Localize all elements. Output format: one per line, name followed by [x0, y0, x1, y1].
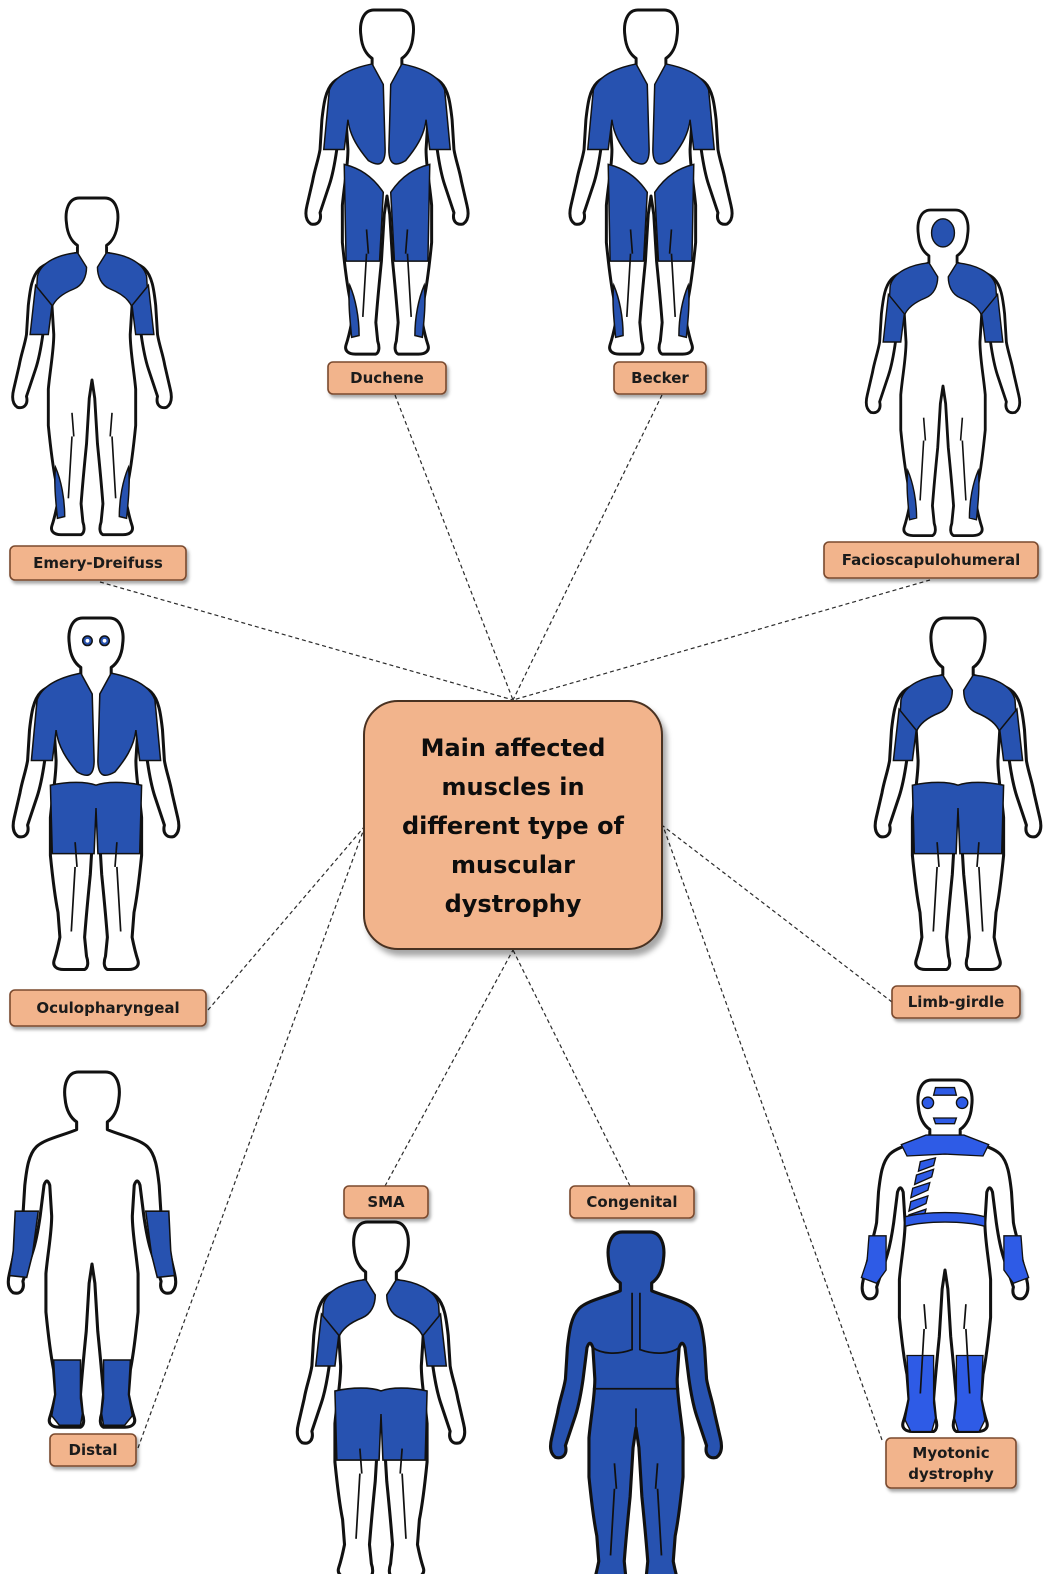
- center-line-5: dystrophy: [445, 890, 582, 918]
- figure-distal: [8, 1072, 175, 1427]
- label-congenital-text: Congenital: [586, 1193, 677, 1211]
- label-facioscapulohumeral-text: Facioscapulohumeral: [842, 551, 1020, 569]
- connector-duchene: [395, 395, 513, 700]
- label-becker: Becker: [614, 362, 706, 394]
- connector-limb: [663, 826, 892, 1002]
- label-distal: Distal: [50, 1434, 136, 1466]
- connector-becker: [513, 395, 662, 700]
- connector-sma: [385, 950, 513, 1186]
- figure-congenital: [551, 1232, 722, 1574]
- figure-duchene: [306, 10, 468, 354]
- label-oculopharyngeal-text: Oculopharyngeal: [36, 999, 179, 1017]
- label-becker-text: Becker: [631, 369, 689, 387]
- label-facioscapulohumeral: Facioscapulohumeral: [824, 542, 1038, 578]
- figure-becker: [570, 10, 732, 354]
- center-line-3: different type of: [402, 812, 625, 840]
- center-title-box: Main affected muscles in different type …: [364, 701, 662, 949]
- label-sma: SMA: [344, 1186, 428, 1218]
- label-oculopharyngeal: Oculopharyngeal: [10, 990, 206, 1026]
- label-limb-girdle: Limb-girdle: [892, 986, 1020, 1018]
- label-myotonic-text-line2: dystrophy: [908, 1465, 994, 1483]
- connector-oculo: [208, 826, 365, 1010]
- label-limb-girdle-text: Limb-girdle: [908, 993, 1005, 1011]
- figure-myotonic: [861, 1080, 1028, 1432]
- label-duchene: Duchene: [328, 362, 446, 394]
- label-congenital: Congenital: [570, 1186, 694, 1218]
- connector-facio: [513, 580, 930, 700]
- figure-limb-girdle: [875, 618, 1041, 970]
- label-myotonic-text-line1: Myotonic: [912, 1444, 989, 1462]
- label-duchene-text: Duchene: [350, 369, 424, 387]
- figure-oculopharyngeal: [13, 618, 179, 970]
- figure-sma: [297, 1222, 464, 1574]
- label-emery-dreifuss-text: Emery-Dreifuss: [33, 554, 163, 572]
- center-line-2: muscles in: [441, 773, 584, 801]
- figure-facioscapulohumeral: [866, 210, 1019, 536]
- label-emery-dreifuss: Emery-Dreifuss: [10, 546, 186, 580]
- label-sma-text: SMA: [367, 1193, 405, 1211]
- connector-congenital: [513, 950, 630, 1186]
- label-myotonic-dystrophy: Myotonic dystrophy: [886, 1438, 1016, 1488]
- connector-emery: [100, 582, 513, 700]
- center-line-4: muscular: [451, 851, 575, 879]
- center-line-1: Main affected: [421, 734, 606, 762]
- label-distal-text: Distal: [69, 1441, 118, 1459]
- figure-emery-dreifuss: [13, 198, 172, 535]
